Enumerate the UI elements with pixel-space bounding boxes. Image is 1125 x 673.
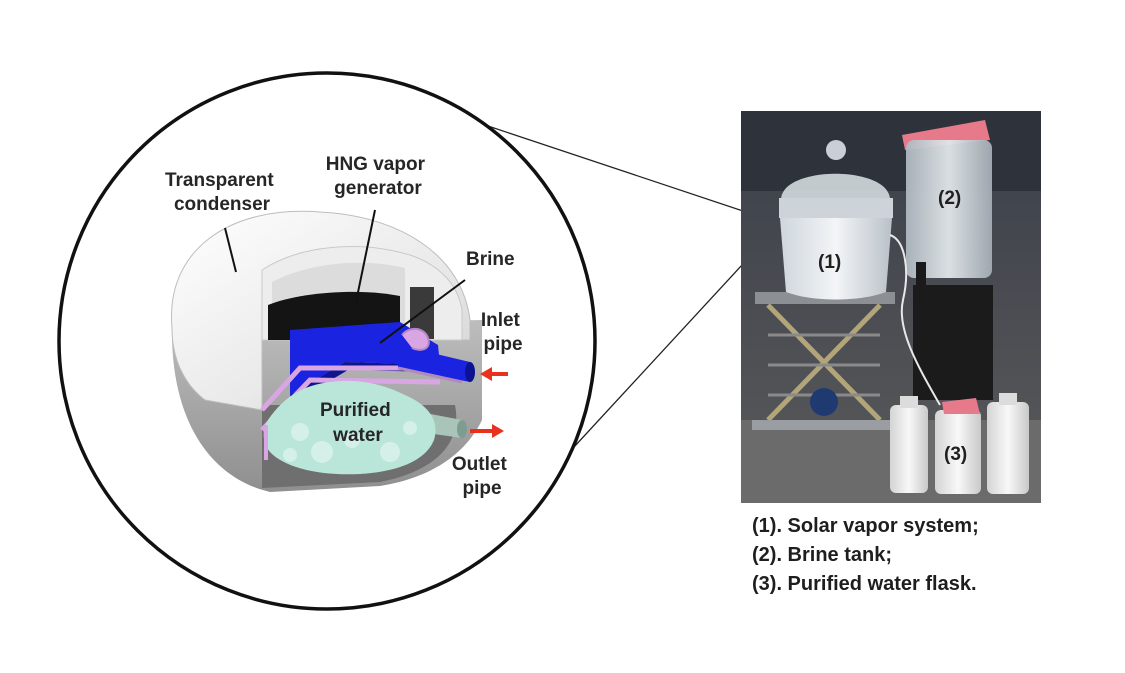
setup-photo: (1) (2) (3) — [741, 111, 1041, 503]
leader-brine — [379, 279, 466, 344]
legend-item-1: (1). Solar vapor system; — [752, 515, 979, 537]
photo-marker-2: (2) — [938, 188, 961, 209]
inlet-pipe-graphic — [397, 327, 475, 384]
tank-stand — [913, 285, 993, 400]
label-brine: Brine — [466, 249, 515, 270]
leader-condenser — [224, 227, 237, 273]
leader-generator — [355, 209, 376, 303]
foam-texture — [283, 421, 417, 463]
tubing — [889, 234, 941, 406]
label-hng-vapor-generator: HNG vapor generator — [326, 154, 431, 199]
label-inlet-pipe: Inlet pipe — [481, 310, 525, 355]
magnified-device-illustration: Transparent condenser HNG vapor generato… — [57, 71, 597, 611]
purified-water-flasks — [890, 393, 1029, 494]
legend-item-3: (3). Purified water flask. — [752, 573, 977, 595]
label-outlet-pipe: Outlet pipe — [452, 454, 512, 499]
legend-item-2: (2). Brine tank; — [752, 544, 893, 566]
inlet-flow-arrow — [480, 367, 508, 381]
zoom-line-bottom — [537, 225, 779, 487]
zoom-line-top — [454, 114, 777, 223]
label-transparent-condenser: Transparent condenser — [165, 170, 279, 215]
outlet-flow-arrow — [470, 424, 504, 438]
label-purified-water: Purified water — [320, 400, 396, 446]
photo-marker-3: (3) — [944, 444, 967, 465]
solar-vapor-system-jar — [779, 140, 893, 300]
brine-tank — [902, 120, 992, 286]
brine-layer — [290, 322, 440, 395]
photo-marker-1: (1) — [818, 252, 841, 273]
photo-legend: (1). Solar vapor system; (2). Brine tank… — [752, 512, 979, 599]
